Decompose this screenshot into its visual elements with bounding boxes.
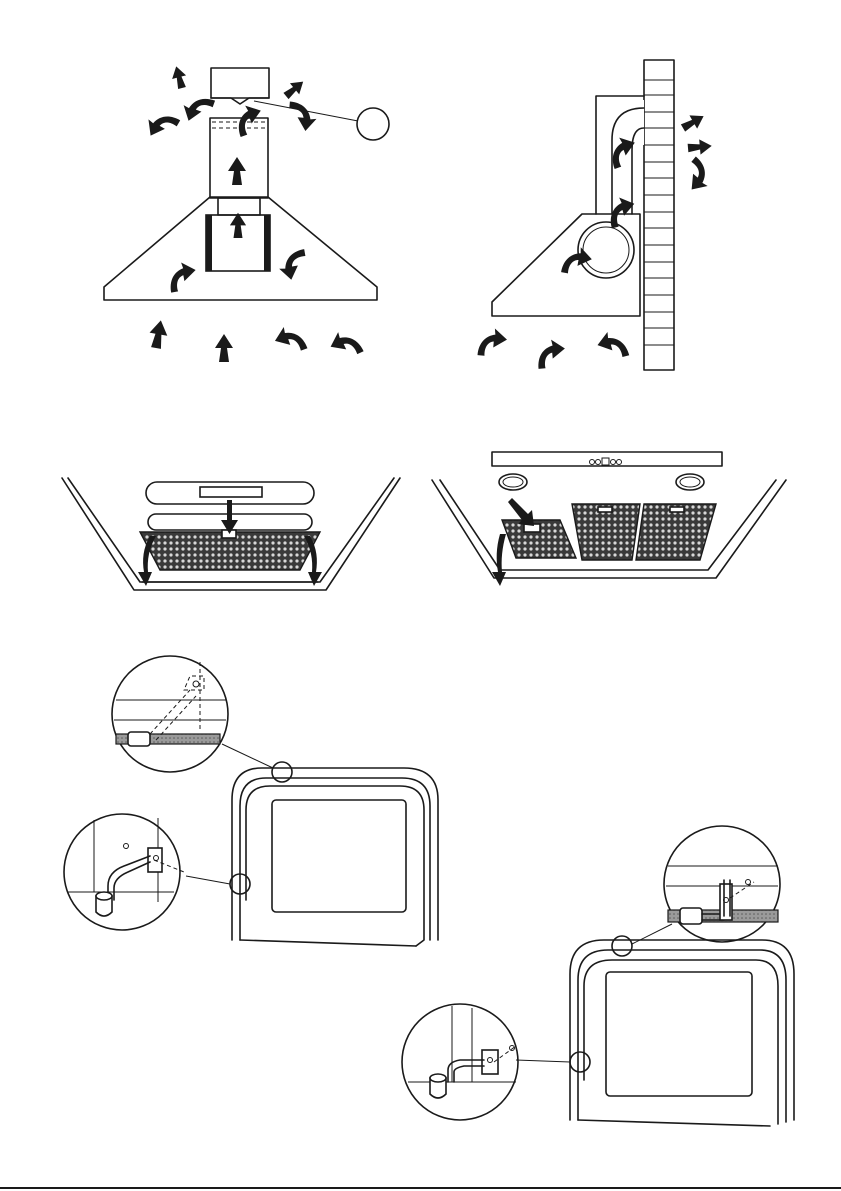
- figure-grease-filter-front: [62, 478, 400, 590]
- figure-chimney-hood-recirculation: [104, 64, 389, 363]
- hinge-zoom-bottom: [402, 1004, 518, 1120]
- hinge-zoom-top: [664, 826, 780, 942]
- fan-housing: [578, 222, 634, 278]
- figure-grease-filter-underside: [432, 452, 786, 586]
- glass-pane: [606, 972, 752, 1096]
- glass-panel-frame: [232, 768, 438, 940]
- airflow-arrows: [142, 64, 364, 363]
- glass-panel-frame: [570, 940, 794, 1120]
- brick-wall: [640, 60, 674, 370]
- glass-pane: [272, 800, 406, 912]
- callout-circle: [357, 108, 389, 140]
- hinge-zoom-top: [112, 656, 228, 772]
- figure-glass-panel-right: [402, 826, 794, 1126]
- control-buttons: [590, 458, 622, 465]
- figure-glass-panel-left: [64, 656, 438, 946]
- hinge-zoom-bottom: [64, 814, 184, 930]
- figure-hood-ducted-extraction: [478, 60, 718, 370]
- chimney-top-deflector: [211, 68, 269, 98]
